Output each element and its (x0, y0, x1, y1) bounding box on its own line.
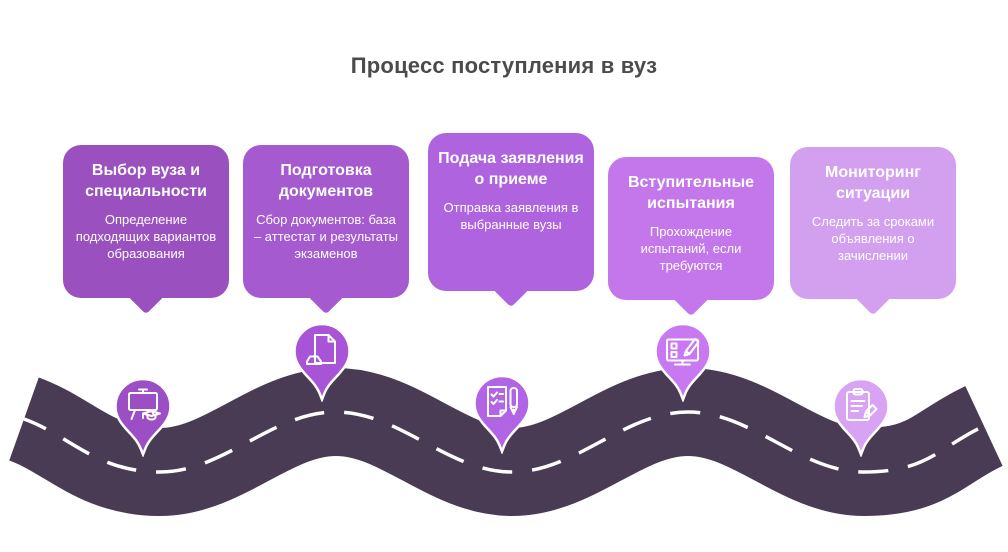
step-description: Сбор документов: база – аттестат и резул… (253, 212, 399, 261)
pin-1 (114, 377, 172, 457)
step-description: Отправка заявления в выбранные вузы (443, 200, 579, 232)
monitor-pencil-icon (666, 338, 700, 366)
step-card-3: Подача заявления о приеме Отправка заявл… (428, 133, 594, 308)
pin-3 (473, 374, 531, 454)
step-description: Прохождение испытаний, если требуются (640, 224, 742, 273)
step-title: Подготовка документов (278, 162, 374, 200)
documents-icon (306, 334, 336, 365)
step-description: Следить за сроками объявления о зачислен… (811, 214, 935, 263)
step-title: Мониторинг ситуации (825, 164, 921, 202)
checklist-pen-icon (487, 386, 518, 417)
map-pin-shape (832, 377, 890, 457)
pin-5 (832, 377, 890, 457)
pin-2 (293, 322, 351, 402)
easel-graduation-icon (128, 388, 161, 421)
step-card-1: Выбор вуза и специальности Определение п… (63, 145, 229, 315)
pin-4 (654, 322, 712, 402)
step-description: Определение подходящих вариантов образов… (75, 212, 217, 261)
page-title: Процесс поступления в вуз (350, 53, 658, 78)
step-title: Выбор вуза и специальности (85, 162, 207, 200)
step-card-5: Мониторинг ситуации Следить за сроками о… (790, 147, 956, 316)
clipboard-pencil-icon (846, 388, 878, 421)
step-title: Вступительные испытания (627, 174, 755, 212)
road-centerline (23, 410, 985, 474)
step-card-4: Вступительные испытания Прохождение испы… (608, 157, 774, 317)
step-title: Подача заявления о приеме (438, 150, 584, 188)
step-card-2: Подготовка документов Сбор документов: б… (243, 145, 409, 315)
